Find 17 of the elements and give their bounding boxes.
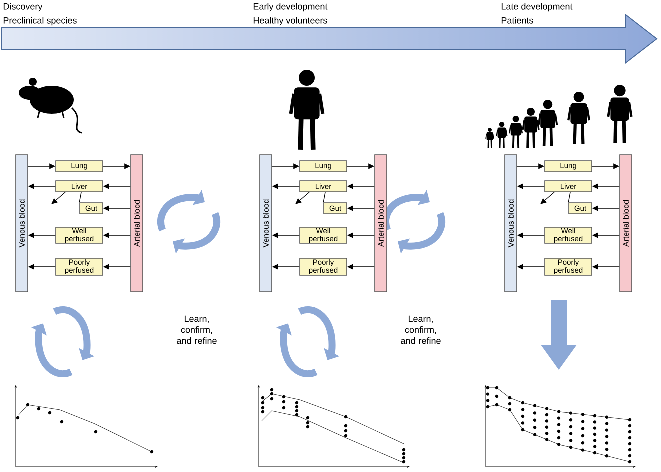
stage-label: Discovery bbox=[4, 3, 43, 12]
stage-label: Early development bbox=[254, 3, 328, 12]
stage-label: Patients bbox=[502, 17, 534, 24]
blood-bar: Arterial blood bbox=[130, 154, 144, 292]
note-text: Learn, confirm, and refine bbox=[401, 316, 441, 344]
stage-label: Late development bbox=[502, 3, 573, 12]
blood-bar: Arterial blood bbox=[374, 154, 388, 292]
arrow bbox=[52, 192, 66, 204]
stage-label: Preclinical species bbox=[4, 17, 77, 26]
blood-bar: Venous blood bbox=[16, 154, 28, 292]
blood-bar: Venous blood bbox=[260, 154, 272, 292]
arrow bbox=[540, 192, 555, 204]
blood-bar: Venous blood bbox=[504, 154, 518, 292]
arrow bbox=[296, 192, 310, 204]
stage-label: Healthy volunteers bbox=[254, 17, 328, 26]
note-text: Learn, confirm, and refine bbox=[177, 316, 217, 344]
blood-bar: Arterial blood bbox=[620, 154, 632, 292]
